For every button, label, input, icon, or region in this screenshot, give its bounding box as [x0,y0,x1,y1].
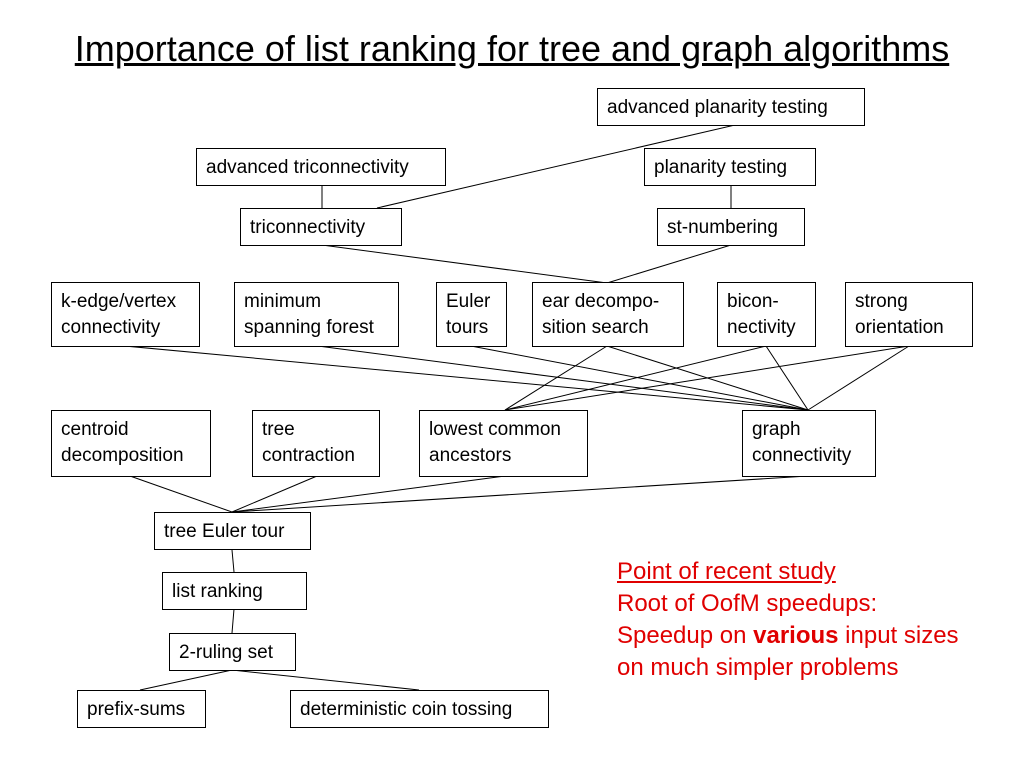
node-ear-decomposition-search: ear decompo- sition search [532,282,684,347]
note-line-4: on much simpler problems [617,654,899,681]
node-tree-euler-tour: tree Euler tour [154,512,311,550]
edge [606,244,732,284]
node-minimum-spanning-forest: minimum spanning forest [234,282,399,347]
node-k-edge-vertex-connectivity: k-edge/vertex connectivity [51,282,200,347]
node-st-numbering: st-numbering [657,208,805,246]
study-note: Point of recent study Root of OofM speed… [617,556,959,684]
edge [807,345,910,411]
edge [376,124,736,209]
edge [129,475,233,513]
note-line-3-bold: various [753,622,839,649]
node-euler-tours: Euler tours [436,282,507,347]
node-biconnectivity: bicon- nectivity [717,282,816,347]
edge [317,345,809,411]
node-2-ruling-set: 2-ruling set [169,633,296,671]
edge [321,244,608,284]
edge [231,549,235,573]
node-centroid-decomposition: centroid decomposition [51,410,211,477]
node-triconnectivity: triconnectivity [240,208,402,246]
note-line-1: Point of recent study [617,558,836,585]
node-prefix-sums: prefix-sums [77,690,206,728]
edge [470,345,809,411]
edge [139,669,233,691]
node-tree-contraction: tree contraction [252,410,380,477]
note-line-3-post: input sizes [838,622,959,649]
node-deterministic-coin-tossing: deterministic coin tossing [290,690,549,728]
note-line-2: Root of OofM speedups: [617,590,878,617]
edge [231,475,506,513]
edge [231,475,318,513]
edge [504,345,767,411]
node-planarity-testing: planarity testing [644,148,816,186]
node-advanced-triconnectivity: advanced triconnectivity [196,148,446,186]
node-lowest-common-ancestors: lowest common ancestors [419,410,588,477]
note-line-3: Speedup on various input sizes [617,620,959,652]
node-strong-orientation: strong orientation [845,282,973,347]
edge [765,345,809,411]
note-line-3-pre: Speedup on [617,622,754,649]
edge [504,345,910,411]
edge [231,669,420,691]
edge [231,475,809,513]
slide-title: Importance of list ranking for tree and … [74,28,950,69]
edge [504,345,608,411]
node-advanced-planarity-testing: advanced planarity testing [597,88,865,126]
node-graph-connectivity: graph connectivity [742,410,876,477]
edge [231,608,235,634]
node-list-ranking: list ranking [162,572,307,610]
edge [124,345,809,411]
